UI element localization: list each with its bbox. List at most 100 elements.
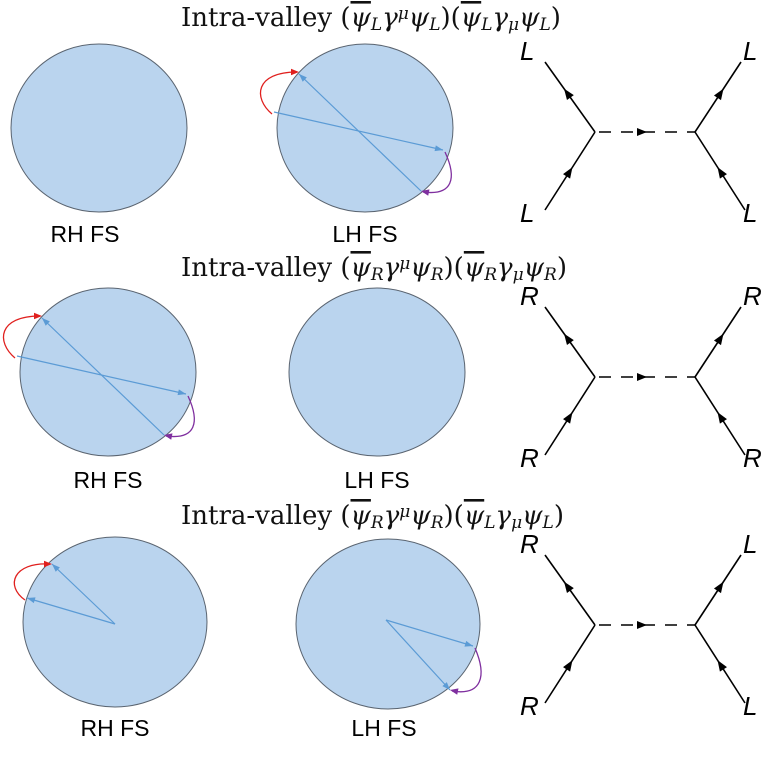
- interaction-line: [599, 128, 695, 136]
- momentum-vector-right: [16, 355, 187, 396]
- fermion-arrow-icon: [713, 88, 724, 101]
- label-top-right: L: [743, 36, 757, 66]
- bilinear-2-sub2: L: [542, 513, 554, 533]
- momentum-arrow-icon: [299, 74, 307, 82]
- momentum-line: [273, 111, 444, 151]
- hop-arrow-icon: [450, 688, 459, 695]
- incoming-fermion-bottom-left: [544, 131, 596, 211]
- bilinear-1-open: (: [340, 253, 350, 283]
- label-bottom-left: R: [520, 691, 539, 721]
- fermi-surface-label: RH FS: [81, 715, 150, 741]
- bilinear-2-sub1: L: [483, 513, 495, 533]
- bilinear-2-sub1: L: [480, 15, 492, 35]
- hop-lower: [164, 395, 195, 440]
- momentum-vector-down: [385, 619, 451, 691]
- fermi-surface-disk: [22, 536, 208, 708]
- bilinear-1-sub1: R: [370, 513, 384, 533]
- hop-curve: [13, 563, 51, 601]
- hop-upper: [2, 312, 42, 359]
- label-top-left: R: [520, 281, 539, 311]
- fermi-surface-label: LH FS: [351, 715, 416, 741]
- fermi-surface-disk: [295, 538, 481, 710]
- panel-title: Intra-valley (ψRγμψR)(ψRγμψR): [181, 253, 567, 285]
- fermion-arrow-icon: [717, 660, 727, 672]
- panel-1: Intra-valley (ψLγμψL)(ψLγμψL) RH FS LH FS L…: [10, 3, 757, 247]
- label-top-right: L: [743, 529, 757, 559]
- momentum-vector-right: [273, 111, 444, 152]
- hop-curve: [422, 151, 452, 194]
- hop-curve: [2, 315, 41, 359]
- incoming-fermion-bottom-right: [694, 376, 746, 456]
- outgoing-fermion-top-left: [544, 61, 596, 133]
- bilinear-1-sub2: R: [430, 265, 444, 285]
- label-bottom-left: R: [520, 443, 539, 473]
- bilinear-2-sub2: L: [538, 15, 550, 35]
- bilinear-2-open: (: [454, 253, 464, 283]
- bilinear-1-sub2: L: [428, 15, 440, 35]
- title-prefix: Intra-valley: [181, 253, 340, 283]
- bilinear-1-gamma: γ: [382, 3, 398, 33]
- bilinear-1-index: μ: [399, 502, 410, 522]
- interaction-line: [599, 373, 695, 381]
- momentum-line: [298, 73, 422, 192]
- bilinear-1-gamma: γ: [384, 253, 400, 283]
- hop-arrow-icon: [34, 312, 42, 320]
- bilinear-1-psi: ψ: [410, 501, 431, 531]
- bilinear-1-close: ): [440, 3, 450, 33]
- hop-arrow-icon: [44, 560, 52, 568]
- bilinear-1-gamma: γ: [384, 501, 400, 531]
- hop-upper: [13, 560, 52, 601]
- label-bottom-left: L: [520, 198, 534, 228]
- incoming-fermion-bottom-left: [544, 376, 596, 456]
- momentum-line: [385, 619, 451, 691]
- bilinear-2-gamma: γ: [497, 253, 513, 283]
- bilinear-1-index: μ: [399, 254, 410, 274]
- bilinear-1-open: (: [340, 501, 350, 531]
- momentum-vector-up: [51, 563, 116, 625]
- bilinear-1-psibar: ψ: [351, 253, 372, 283]
- bilinear-2-close: ): [557, 253, 567, 283]
- fermion-arrow-icon: [717, 167, 727, 179]
- momentum-arrow-icon: [177, 389, 186, 396]
- hop-lower: [421, 151, 452, 196]
- panel-title: Intra-valley (ψLγμψL)(ψLγμψL): [181, 3, 561, 35]
- fermi-surface-disk: [10, 43, 188, 213]
- bilinear-1-index: μ: [398, 4, 409, 24]
- fermi-surface-right-handed: RH FS: [2, 287, 197, 493]
- momentum-arrow-icon: [27, 597, 36, 604]
- bilinear-2-close: ): [551, 3, 561, 33]
- momentum-arrow-icon: [434, 145, 443, 152]
- bilinear-1-psi: ψ: [410, 253, 431, 283]
- hop-arrow-icon: [291, 68, 299, 76]
- fermion-arrow-icon: [564, 88, 574, 100]
- bilinear-1-close: ): [444, 253, 454, 283]
- momentum-line: [16, 355, 187, 395]
- bilinear-2-index: μ: [508, 15, 519, 35]
- label-top-left: L: [520, 36, 534, 66]
- fermi-surface-left-handed: LH FS: [259, 43, 454, 247]
- hop-arrow-icon: [421, 189, 430, 196]
- momentum-arrow-icon: [52, 564, 60, 572]
- momentum-vector-left: [26, 597, 116, 625]
- hop-curve: [451, 647, 482, 693]
- fermi-surface-disk: [288, 287, 466, 457]
- bilinear-2-close: ): [554, 501, 564, 531]
- fermion-arrow-icon: [713, 333, 724, 346]
- momentum-vector-up: [41, 317, 165, 436]
- bilinear-1-close: ): [444, 501, 454, 531]
- fermi-surface-right-handed: RH FS: [13, 536, 208, 741]
- fermi-surface-left-handed: LH FS: [288, 287, 466, 493]
- bilinear-2-psi: ψ: [522, 501, 543, 531]
- incoming-fermion-bottom-right: [694, 131, 746, 211]
- interaction-arrow-icon: [637, 373, 647, 381]
- incoming-fermion-bottom-left: [544, 624, 596, 704]
- interaction-arrow-icon: [637, 128, 647, 136]
- fermi-surface-label: RH FS: [51, 221, 120, 247]
- outgoing-fermion-top-right: [694, 61, 742, 133]
- hop-arrow-icon: [164, 433, 173, 440]
- bilinear-1-psibar: ψ: [351, 501, 372, 531]
